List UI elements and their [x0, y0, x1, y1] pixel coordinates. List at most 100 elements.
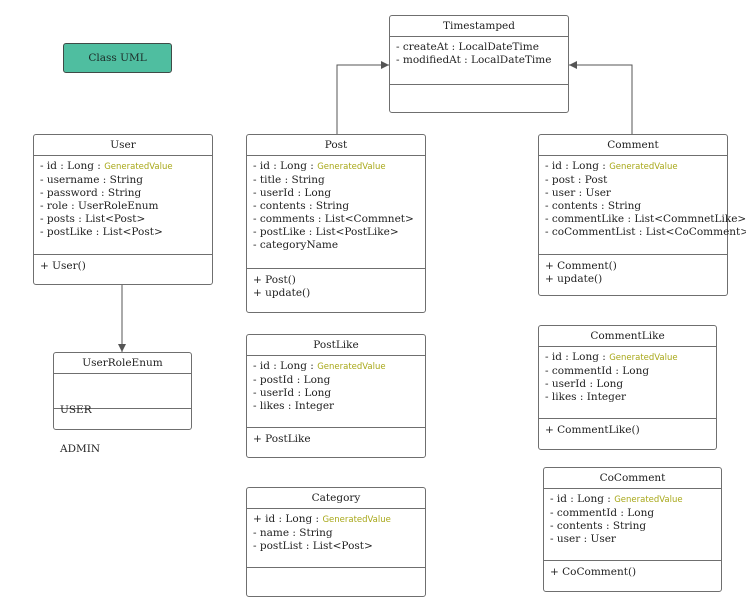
- class-postlike[interactable]: PostLike - id : Long : GeneratedValue - …: [246, 334, 426, 458]
- attribute: - postList : List<Post>: [253, 540, 373, 552]
- attribute: - comments : List<Commnet>: [253, 213, 414, 225]
- attribute: - name : String: [253, 527, 333, 539]
- operation: + User(): [40, 260, 86, 272]
- attribute-id: + id : Long : GeneratedValue: [253, 513, 419, 527]
- class-name: PostLike: [247, 335, 425, 356]
- attributes-section: - id : Long : GeneratedValue - commentId…: [544, 489, 721, 561]
- attribute: - postId : Long: [253, 374, 331, 386]
- operations-section: [247, 568, 425, 578]
- attribute: - commentId : Long: [545, 365, 650, 377]
- attribute-text: + id : Long :: [253, 513, 320, 525]
- operations-section: + User(): [34, 255, 212, 278]
- class-name: Category: [247, 488, 425, 509]
- attribute-id: - id : Long : GeneratedValue: [253, 160, 419, 174]
- class-name: Comment: [539, 135, 727, 156]
- class-name: User: [34, 135, 212, 156]
- class-comment[interactable]: Comment - id : Long : GeneratedValue - p…: [538, 134, 746, 296]
- class-name: CommentLike: [539, 326, 716, 347]
- operation: + PostLike: [253, 433, 311, 445]
- attribute-id: - id : Long : GeneratedValue: [550, 493, 715, 507]
- attributes-section: - id : Long : GeneratedValue - title : S…: [247, 156, 425, 269]
- attribute: - postLike : List<PostLike>: [253, 226, 399, 238]
- attribute: - coCommentList : List<CoComment>: [545, 226, 746, 238]
- attribute: - password : String: [40, 187, 142, 199]
- class-name: Timestamped: [390, 16, 568, 37]
- enum-literal: USER: [60, 404, 92, 416]
- operation: + update(): [253, 287, 311, 299]
- attribute: - username : String: [40, 174, 143, 186]
- attributes-section: + id : Long : GeneratedValue - name : St…: [247, 509, 425, 568]
- operation: + CommentLike(): [545, 424, 640, 436]
- attribute: - contents : String: [253, 200, 350, 212]
- operation: + update(): [545, 273, 603, 285]
- class-userroleenum[interactable]: UserRoleEnum USER ADMIN: [53, 352, 192, 455]
- attribute: - userId : Long: [253, 387, 332, 399]
- attribute: - contents : String: [545, 200, 642, 212]
- class-category[interactable]: Category + id : Long : GeneratedValue - …: [246, 487, 426, 597]
- attribute: - likes : Integer: [545, 391, 627, 403]
- generated-value-annotation: GeneratedValue: [322, 515, 391, 525]
- attribute-text: - id : Long :: [253, 360, 314, 372]
- class-commentlike[interactable]: CommentLike - id : Long : GeneratedValue…: [538, 325, 717, 450]
- attribute: - createAt : LocalDateTime: [396, 41, 539, 53]
- attribute: - userId : Long: [545, 378, 624, 390]
- operation: + Post(): [253, 274, 296, 286]
- attribute: - user : User: [545, 187, 611, 199]
- attribute: - user : User: [550, 533, 616, 545]
- operation: + CoComment(): [550, 566, 637, 578]
- attributes-section: - createAt : LocalDateTime - modifiedAt …: [390, 37, 568, 85]
- operations-section: + PostLike: [247, 428, 425, 451]
- class-user[interactable]: User - id : Long : GeneratedValue - user…: [33, 134, 213, 285]
- class-name: CoComment: [544, 468, 721, 489]
- generated-value-annotation: GeneratedValue: [104, 162, 173, 172]
- operations-section: + Comment() + update(): [539, 255, 727, 291]
- generated-value-annotation: GeneratedValue: [317, 162, 386, 172]
- generated-value-annotation: GeneratedValue: [614, 495, 683, 505]
- class-timestamped[interactable]: Timestamped - createAt : LocalDateTime -…: [389, 15, 569, 113]
- attribute-text: - id : Long :: [545, 160, 606, 172]
- attribute-text: - id : Long :: [550, 493, 611, 505]
- attribute-id: - id : Long : GeneratedValue: [545, 160, 721, 174]
- generated-value-annotation: GeneratedValue: [609, 353, 678, 363]
- class-name: UserRoleEnum: [54, 353, 191, 374]
- attribute: - likes : Integer: [253, 400, 335, 412]
- attribute: - postLike : List<Post>: [40, 226, 163, 238]
- attribute: - modifiedAt : LocalDateTime: [396, 54, 552, 66]
- attribute-id: - id : Long : GeneratedValue: [253, 360, 419, 374]
- attributes-section: - id : Long : GeneratedValue - postId : …: [247, 356, 425, 428]
- attributes-section: - id : Long : GeneratedValue - post : Po…: [539, 156, 746, 255]
- attribute: - posts : List<Post>: [40, 213, 146, 225]
- attribute: - contents : String: [550, 520, 647, 532]
- operations-section: [390, 85, 568, 95]
- attribute-id: - id : Long : GeneratedValue: [40, 160, 206, 174]
- attribute-id: - id : Long : GeneratedValue: [545, 351, 710, 365]
- attribute: - role : UserRoleEnum: [40, 200, 159, 212]
- attributes-section: - id : Long : GeneratedValue - commentId…: [539, 347, 716, 419]
- attribute: - commentId : Long: [550, 507, 655, 519]
- attribute: - commentLike : List<CommnetLike>: [545, 213, 746, 225]
- enum-literal: ADMIN: [60, 443, 101, 455]
- post-to-timestamped-edge: [336, 61, 389, 134]
- generated-value-annotation: GeneratedValue: [609, 162, 678, 172]
- attributes-section: USER ADMIN: [54, 374, 191, 455]
- class-name: Post: [247, 135, 425, 156]
- attribute-text: - id : Long :: [40, 160, 101, 172]
- attribute-text: - id : Long :: [253, 160, 314, 172]
- operations-section: + Post() + update(): [247, 269, 425, 305]
- attribute-text: - id : Long :: [545, 351, 606, 363]
- generated-value-annotation: GeneratedValue: [317, 362, 386, 372]
- attribute: - userId : Long: [253, 187, 332, 199]
- attribute: - title : String: [253, 174, 325, 186]
- operation: + Comment(): [545, 260, 617, 272]
- class-cocomment[interactable]: CoComment - id : Long : GeneratedValue -…: [543, 467, 722, 592]
- operations-section: + CoComment(): [544, 561, 721, 584]
- operations-section: + CommentLike(): [539, 419, 716, 442]
- comment-to-timestamped-edge: [569, 61, 633, 134]
- attribute: - categoryName: [253, 239, 339, 251]
- attribute: - post : Post: [545, 174, 608, 186]
- class-post[interactable]: Post - id : Long : GeneratedValue - titl…: [246, 134, 426, 313]
- attributes-section: - id : Long : GeneratedValue - username …: [34, 156, 212, 255]
- class-uml-badge: Class UML: [63, 43, 172, 73]
